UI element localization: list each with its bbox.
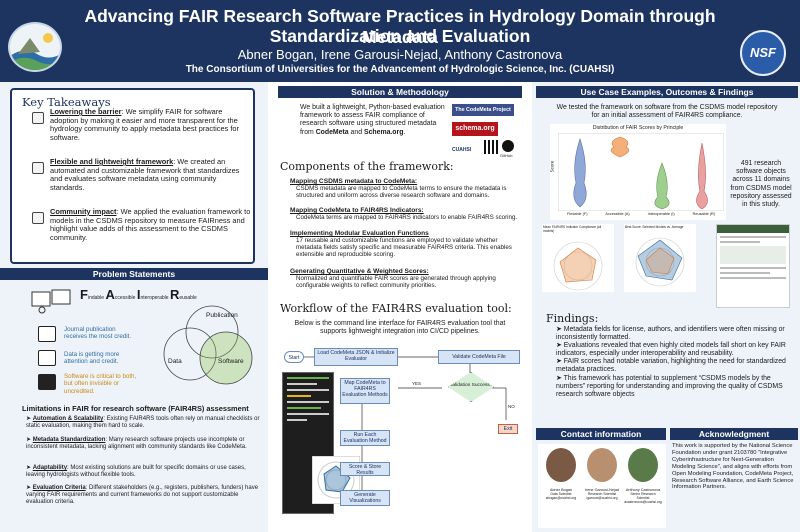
csdms-webpage-thumbnail [716, 224, 790, 308]
flow-yes: YES [412, 381, 422, 386]
flow-run: Run Each Evaluation Method [340, 430, 390, 446]
venn-publication: Publication [206, 312, 238, 319]
poster-title-line1: Advancing FAIR Research Software Practic… [84, 6, 716, 47]
solution-bar: Solution & Methodology [278, 86, 522, 98]
component-4: Generating Quantitative & Weighted Score… [290, 268, 496, 290]
flow-visualize: Generate Visualizations [340, 490, 390, 506]
institution: The Consortium of Universities for the A… [185, 64, 615, 75]
component-3: Implementing Modular Evaluation Function… [290, 230, 512, 259]
key-takeaways-title: Key Takeaways [22, 95, 111, 109]
acknowledgment-bar: Acknowledgment [670, 428, 798, 440]
nsf-logo: NSF [740, 30, 786, 76]
contact-bar: Contact information [536, 428, 666, 440]
contact-2: Irene Garousi-Nejad Research Scientist i… [583, 448, 621, 500]
flow-exit: Exit [498, 424, 518, 434]
data-icon [38, 350, 56, 366]
flow-score: Score & Store Results [340, 462, 390, 476]
problem-publication: Journal publication receives the most cr… [64, 326, 132, 341]
radar-2-plot [635, 237, 685, 287]
qr-code [484, 140, 498, 154]
problem-software: Software is critical to both, but often … [64, 373, 137, 395]
community-icon [32, 212, 44, 224]
radar-chart-1: Mean FAIR4RS Indicator Compliance (all m… [542, 224, 614, 292]
authors: Abner Bogan, Irene Garousi-Nejad, Anthon… [237, 47, 563, 62]
key-takeaways-box [10, 88, 255, 264]
fair-acronym: Findable Accessible Interoperable Reusab… [80, 287, 197, 302]
cuahsi-small-logo: CUAHSI [452, 147, 472, 153]
violin-chart: Distribution of FAIR Scores by Principle… [549, 124, 726, 220]
component-2: Mapping CodeMeta to FAIR4RS Indicators: … [290, 207, 518, 221]
takeaway-3: Community impact: We applied the evaluat… [50, 207, 251, 243]
takeaway-1: Lowering the barrier: We simplify FAIR f… [50, 107, 239, 143]
violin-plot [558, 133, 724, 211]
violin-ylabel: Score [549, 160, 555, 173]
limitation-3: ➤ Adaptability: Most existing solutions … [26, 465, 246, 478]
venn-diagram [163, 305, 253, 385]
fair-illustration [31, 289, 71, 314]
workflow-title: Workflow of the FAIR4RS evaluation tool: [280, 302, 512, 315]
codemeta-logo: The CodeMeta Project [452, 104, 514, 116]
publication-icon [38, 326, 56, 342]
framework-icon [32, 162, 44, 174]
violin-findable [573, 138, 587, 208]
limitation-4: ➤ Evaluation Criteria: Different stakeho… [26, 485, 259, 505]
findings-list: ➤ Metadata fields for license, authors, … [556, 326, 788, 399]
venn-software: Software [218, 358, 244, 365]
method-intro: We built a lightweight, Python-based eva… [300, 104, 445, 136]
limitation-1: ➤ Automation & Scalability: Existing FAI… [26, 416, 260, 429]
violin-accessible [610, 136, 630, 158]
finding-4: ➤ This framework has potential to supple… [556, 374, 783, 398]
avatar [587, 448, 617, 482]
github-label: GitHub [500, 153, 513, 158]
finding-2: ➤ Evaluations revealed that even highly … [556, 342, 786, 358]
limitation-2: ➤ Metadata Standardization: Many researc… [26, 437, 247, 450]
github-icon [502, 140, 514, 152]
avatar [628, 448, 658, 482]
results-bar: Use Case Examples, Outcomes & Findings [536, 86, 798, 98]
violin-interoperable [654, 162, 670, 210]
findings-title: Findings: [546, 312, 599, 325]
avatar [546, 448, 576, 482]
study-stat: 491 research software objects across 11 … [730, 160, 792, 209]
components-title: Components of the framework: [280, 160, 454, 173]
workflow-text: Below is the command line interface for … [294, 320, 506, 336]
flow-load: Load CodeMeta JSON & Initialize Evaluato… [314, 348, 398, 366]
violin-title: Distribution of FAIR Scores by Principle [592, 125, 684, 131]
limitations-title: Limitations in FAIR for research softwar… [22, 404, 249, 413]
flow-start: Start [284, 351, 304, 363]
problem-statements-bar: Problem Statements [0, 268, 268, 280]
contact-1: Abner Bogan Data Scientist abogan@cuahsi… [542, 448, 580, 500]
violin-xlabels: Findable (F)Accessible (A)Interoperable … [566, 212, 716, 216]
takeaway-2: Flexible and lightweight framework: We c… [50, 157, 240, 193]
radar-1-plot [553, 241, 603, 291]
component-1: Mapping CSDMS metadata to CodeMeta: CSDM… [290, 178, 507, 200]
finding-3: ➤ FAIR scores had notable variation, hig… [556, 358, 786, 374]
flow-map: Map CodeMeta to FAIR4RS Evaluation Metho… [340, 378, 390, 404]
acknowledgment-text: This work is supported by the National S… [672, 443, 794, 491]
idea-icon [32, 112, 44, 124]
poster-header: Advancing FAIR Research Software Practic… [0, 0, 800, 82]
poster-title-line2: Standardization and Evaluation [269, 26, 531, 46]
flow-no: NO [508, 404, 515, 409]
violin-reusable [696, 142, 708, 210]
workflow-flowchart-lines [304, 356, 507, 490]
radar-chart-2: Best Score: Selected Models vs. Average [624, 224, 696, 292]
venn-data: Data [168, 358, 182, 365]
schema-org-logo: schema.org [452, 122, 498, 136]
problem-data: Data is getting more attention and credi… [64, 351, 120, 366]
cuahsi-logo [8, 22, 62, 72]
finding-1: ➤ Metadata fields for license, authors, … [556, 326, 785, 342]
terminal-icon [38, 374, 56, 390]
flow-validate: Validate CodeMeta File [438, 350, 520, 364]
contact-box: Abner Bogan Data Scientist abogan@cuahsi… [538, 444, 666, 528]
results-intro: We tested the framework on software from… [556, 104, 778, 120]
contact-3: Anthony Castronova Senior Research Scien… [624, 448, 662, 504]
